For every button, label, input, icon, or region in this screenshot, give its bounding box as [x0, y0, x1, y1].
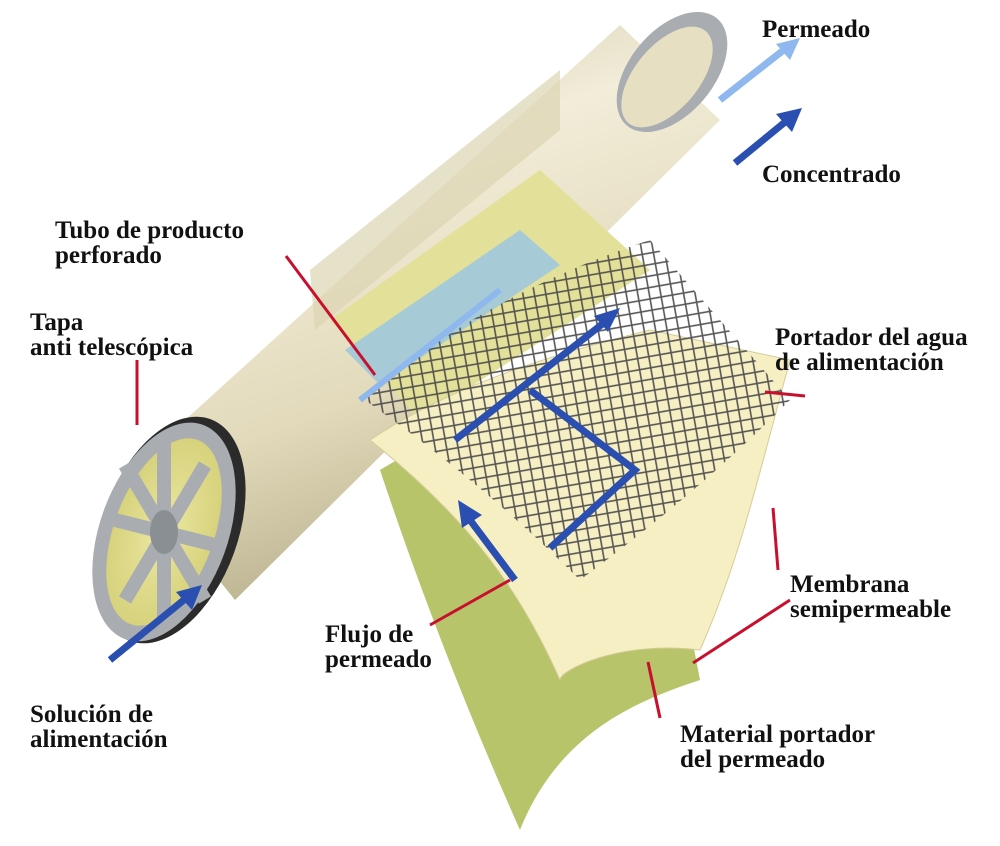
label-line: Flujo de	[325, 621, 414, 648]
concentrate-out-arrow	[732, 115, 793, 166]
label-line: permeado	[325, 646, 432, 673]
label-line: del permeado	[680, 746, 826, 773]
label-line: Portador del agua	[775, 324, 968, 351]
label-line: Tapa	[30, 309, 84, 336]
leader-lines	[135, 255, 806, 719]
permeate-out-arrow	[717, 42, 793, 103]
label-line: anti telescópica	[30, 334, 194, 361]
flow-arrows	[107, 38, 802, 663]
product-tube-arrow	[358, 287, 502, 403]
label-permeado: Permeado	[762, 16, 871, 43]
feed-flow-arrow	[452, 315, 613, 443]
label-line: Solución de	[30, 701, 153, 728]
feed-in-arrow	[107, 592, 193, 663]
permeate-flow-arrow	[467, 517, 518, 583]
label-line: semipermeable	[790, 596, 952, 623]
feed-spacer-mesh	[365, 240, 790, 580]
label-line: alimentación	[30, 726, 168, 753]
label-line: de alimentación	[775, 349, 944, 376]
label-line: Tubo de producto	[55, 217, 244, 244]
perforated-product-tube	[345, 230, 560, 385]
label-line: perforado	[55, 242, 162, 269]
label-line: Material portador	[680, 721, 876, 748]
label-concentrado: Concentrado	[762, 161, 901, 188]
label-line: Membrana	[790, 571, 910, 598]
